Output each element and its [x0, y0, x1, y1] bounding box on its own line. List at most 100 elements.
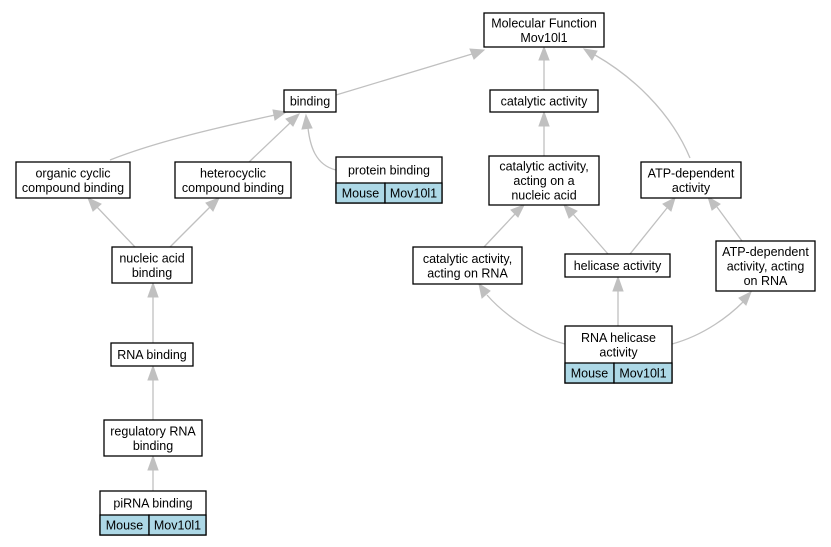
- node-rna-binding[interactable]: RNA binding: [110, 342, 194, 367]
- edge-rna-helicase-to-atp-rna: [671, 301, 744, 345]
- node-label-heterocyclic: heterocyclic: [200, 166, 266, 180]
- annotation-gene-label: Mov10l1: [390, 187, 437, 201]
- node-label-catalytic-nucleic: nucleic acid: [511, 189, 576, 203]
- annotation-gene-cell: [148, 514, 207, 536]
- node-box-helicase: [564, 253, 671, 278]
- node-label-helicase: helicase activity: [574, 259, 662, 273]
- arrowhead-atp-rna-to-atp: [707, 195, 721, 211]
- node-binding[interactable]: binding: [283, 89, 337, 113]
- edge-binding-to-molecular-function: [335, 53, 473, 96]
- annotation-species-label: Mouse: [106, 519, 144, 533]
- node-label-nucleic-acid-binding: binding: [132, 266, 172, 280]
- node-box-organic-cyclic: [15, 161, 131, 199]
- arrowhead-pirna-to-regulatory: [147, 454, 159, 471]
- node-label-rna-helicase: RNA helicase: [581, 331, 656, 345]
- edge-nucleic-to-heterocyclic: [169, 206, 211, 248]
- annotation-gene-cell: [384, 182, 443, 204]
- arrowhead-binding-to-molecular-function: [469, 48, 486, 60]
- node-box-nucleic-acid-binding: [111, 246, 193, 284]
- edge-atp-rna-to-atp: [716, 206, 743, 242]
- node-label-catalytic-rna: catalytic activity,: [423, 252, 512, 266]
- node-label-binding: binding: [290, 95, 330, 109]
- arrowhead-regulatory-to-rna-binding: [147, 364, 159, 381]
- node-label-atp-dependent: activity: [672, 181, 711, 195]
- node-label-catalytic-nucleic: acting on a: [513, 174, 574, 188]
- node-box-atp-dependent: [640, 161, 742, 199]
- node-label-catalytic-activity: catalytic activity: [501, 95, 589, 109]
- node-box-catalytic-nucleic: [488, 155, 600, 206]
- node-label-molecular-function: Mov10l1: [520, 31, 567, 45]
- edge-protein-to-binding: [307, 127, 337, 171]
- annotation-gene-label: Mov10l1: [619, 367, 666, 381]
- node-helicase[interactable]: helicase activity: [564, 253, 671, 278]
- node-label-pirna-binding: piRNA binding: [113, 497, 192, 511]
- node-label-catalytic-rna: acting on RNA: [427, 266, 508, 280]
- arrowhead-nucleic-to-heterocyclic: [205, 197, 220, 212]
- node-label-atp-dependent: ATP-dependent: [648, 166, 735, 180]
- node-box-rna-binding: [110, 342, 194, 367]
- arrowhead-catalytic-rna-to-catalytic-nucleic: [510, 204, 526, 218]
- node-label-regulatory-rna: regulatory RNA: [110, 424, 196, 438]
- node-box-regulatory-rna: [103, 419, 203, 457]
- graph-edges: [87, 45, 752, 491]
- arrowhead-helicase-to-catalytic-nucleic: [563, 204, 578, 219]
- node-label-regulatory-rna: binding: [133, 439, 173, 453]
- annotation-species-label: Mouse: [571, 367, 609, 381]
- annotation-gene-label: Mov10l1: [154, 519, 201, 533]
- edge-atp-to-molecular-function: [594, 54, 691, 159]
- arrowhead-heterocyclic-to-binding: [285, 113, 301, 127]
- node-label-protein-binding: protein binding: [348, 164, 430, 178]
- edge-heterocyclic-to-binding: [247, 122, 291, 164]
- edge-helicase-to-atp: [629, 207, 668, 255]
- edge-catalytic-rna-to-catalytic-nucleic: [483, 213, 516, 248]
- arrowhead-catalytic-to-molecular-function: [538, 45, 550, 61]
- edge-organic-cyclic-to-binding: [109, 114, 276, 161]
- node-catalytic-activity[interactable]: catalytic activity: [489, 89, 599, 113]
- node-label-atp-dependent-rna: activity, acting: [727, 260, 805, 274]
- node-label-rna-helicase: activity: [599, 345, 638, 359]
- annotation-species-label: Mouse: [342, 187, 380, 201]
- arrowhead-nucleic-to-organic-cyclic: [87, 197, 102, 212]
- node-label-molecular-function: Molecular Function: [491, 16, 597, 30]
- node-label-heterocyclic: compound binding: [182, 181, 284, 195]
- arrowhead-rna-binding-to-nucleic: [147, 281, 159, 298]
- arrowhead-rna-helicase-to-atp-rna: [738, 290, 752, 306]
- node-box-catalytic-rna: [412, 246, 523, 285]
- annotation-gene-cell: [613, 362, 673, 384]
- node-box-catalytic-activity: [489, 89, 599, 113]
- node-label-organic-cyclic: compound binding: [22, 181, 124, 195]
- node-box-binding: [283, 89, 337, 113]
- node-box-molecular-function: [483, 12, 605, 48]
- arrowhead-rna-helicase-to-catalytic-rna: [478, 282, 491, 299]
- node-box-heterocyclic: [174, 161, 292, 199]
- node-catalytic-rna[interactable]: catalytic activity,acting on RNA: [412, 246, 523, 285]
- arrowhead-organic-cyclic-to-binding: [272, 109, 288, 121]
- node-label-catalytic-nucleic: catalytic activity,: [499, 160, 588, 174]
- node-label-nucleic-acid-binding: nucleic acid: [119, 251, 184, 265]
- edge-rna-helicase-to-catalytic-rna: [486, 294, 566, 345]
- node-box-atp-dependent-rna: [715, 240, 816, 292]
- edge-helicase-to-catalytic-nucleic: [572, 213, 609, 255]
- node-label-atp-dependent-rna: on RNA: [744, 274, 788, 288]
- arrowhead-protein-to-binding: [301, 113, 313, 130]
- arrowhead-helicase-to-atp: [662, 197, 676, 212]
- edge-nucleic-to-organic-cyclic: [96, 206, 136, 248]
- arrowhead-catalytic-nucleic-to-catalytic: [538, 110, 550, 127]
- node-label-rna-binding: RNA binding: [117, 348, 187, 362]
- node-label-organic-cyclic: organic cyclic: [35, 166, 110, 180]
- arrowhead-atp-to-molecular-function: [582, 48, 598, 61]
- arrowhead-rna-helicase-to-helicase: [612, 275, 624, 292]
